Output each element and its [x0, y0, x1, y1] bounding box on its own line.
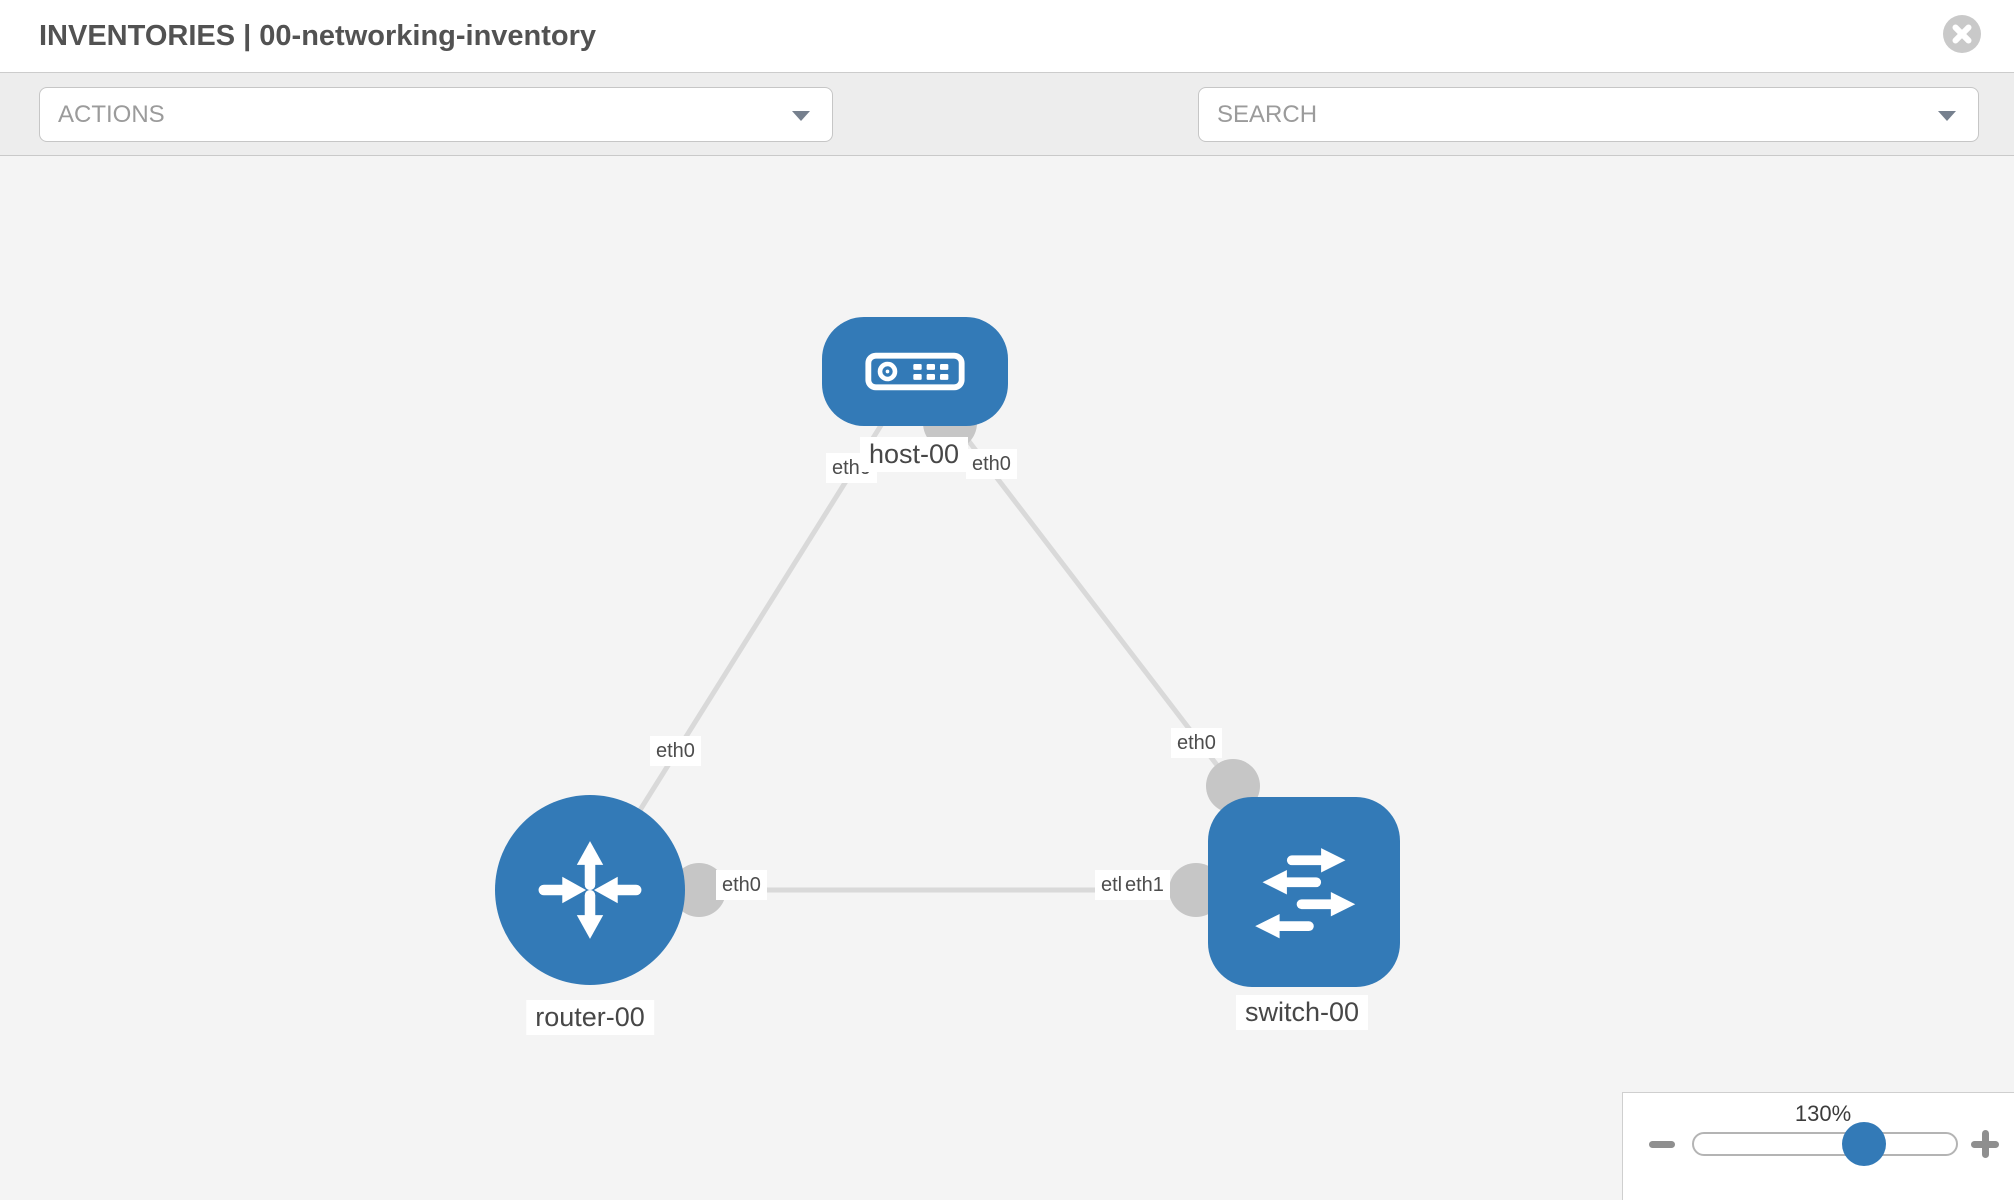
interface-label: eth0	[650, 736, 701, 766]
zoom-out-button[interactable]	[1641, 1129, 1683, 1159]
node-router-00[interactable]	[495, 795, 685, 985]
topology-canvas[interactable]: eth0 eth0 eth0 eth0 eth0 etl eth1 host-0…	[0, 156, 2014, 1200]
interface-connector-router	[672, 863, 726, 917]
node-label-router: router-00	[526, 1000, 654, 1036]
close-button[interactable]	[1943, 15, 1981, 53]
plus-icon	[1971, 1130, 1999, 1158]
search-input[interactable]	[1199, 88, 1978, 141]
toolbar: ACTIONS	[0, 72, 2014, 210]
node-host-00[interactable]	[822, 317, 1008, 426]
zoom-level-value: 130%	[1794, 1101, 1852, 1126]
node-label-switch: switch-00	[1235, 995, 1369, 1031]
search-dropdown[interactable]	[1198, 87, 1979, 142]
minus-icon	[1649, 1141, 1675, 1148]
node-switch-00[interactable]	[1208, 797, 1400, 987]
interface-label-clipped: etl	[1095, 870, 1123, 900]
interface-label: eth0	[966, 449, 1017, 479]
zoom-slider-track[interactable]	[1692, 1132, 1958, 1156]
chevron-down-icon	[792, 111, 810, 121]
interface-label: eth0	[716, 870, 767, 900]
close-icon	[1943, 15, 1981, 53]
interface-label: eth0	[1171, 728, 1222, 758]
switch-icon	[1255, 848, 1356, 939]
zoom-slider-thumb[interactable]	[1842, 1122, 1886, 1166]
interface-label: eth1	[1122, 870, 1170, 900]
header-bar: INVENTORIES | 00-networking-inventory	[0, 0, 2014, 72]
links-layer	[587, 369, 1260, 917]
page-title: INVENTORIES | 00-networking-inventory	[39, 20, 597, 52]
zoom-control-panel: 130%	[1622, 1092, 2014, 1200]
actions-dropdown-label: ACTIONS	[58, 101, 165, 128]
router-icon	[538, 841, 642, 939]
host-icon	[865, 352, 965, 391]
actions-dropdown[interactable]: ACTIONS	[39, 87, 833, 142]
chevron-down-icon	[1938, 111, 1956, 121]
node-label-host: host-00	[859, 437, 969, 473]
zoom-in-button[interactable]	[1964, 1123, 2006, 1165]
